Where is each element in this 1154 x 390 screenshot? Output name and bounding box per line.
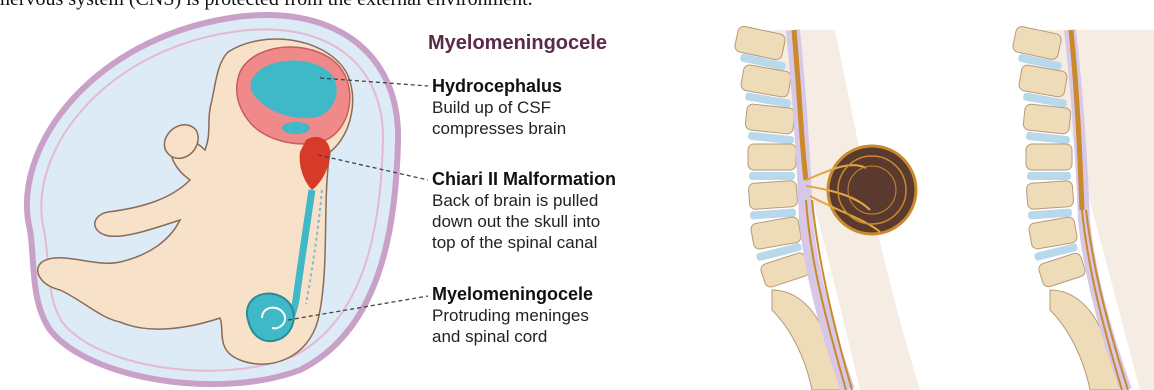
disc [1027, 172, 1071, 180]
vertebra [1026, 180, 1074, 209]
vertebra [1023, 104, 1071, 135]
vertebra [1026, 144, 1072, 170]
